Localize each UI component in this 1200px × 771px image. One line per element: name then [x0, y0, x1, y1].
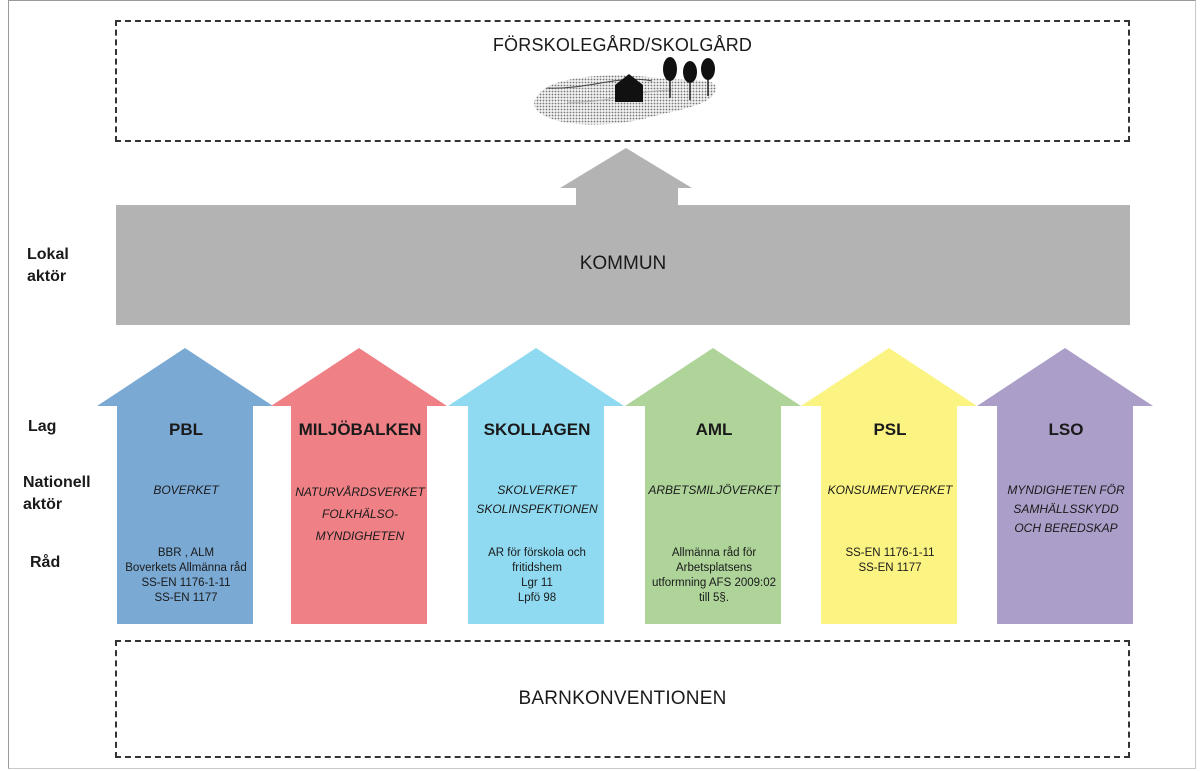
national-agency: MYNDIGHETEN FÖR SAMHÄLLSSKYDD OCH BEREDSKA… — [977, 481, 1155, 538]
agency-line: FOLKHÄLSO- — [321, 507, 399, 521]
agency-line: SAMHÄLLSSKYDD — [1013, 502, 1119, 516]
row-label-rad: Råd — [30, 554, 61, 571]
advice-line: Lgr 11 — [521, 577, 553, 589]
law-name: MILJÖBALKEN — [298, 420, 422, 439]
schoolyard-title: FÖRSKOLEGÅRD/SKOLGÅRD — [492, 35, 753, 55]
agency-line: MYNDIGHETEN — [315, 529, 405, 543]
law-column-lso: LSO MYNDIGHETEN FÖR SAMHÄLLSSKYDD OCH BERED… — [977, 348, 1155, 624]
advice-line: AR för förskola och — [488, 547, 586, 559]
agency-line: SKOLVERKET — [497, 483, 577, 497]
row-label-lokal-aktor: Lokal aktör — [27, 244, 69, 288]
agency-line: OCH BEREDSKAP — [1014, 521, 1118, 535]
national-agency: BOVERKET — [97, 481, 275, 500]
national-agency: NATURVÅRDSVERKET FOLKHÄLSO- MYNDIGHETEN — [271, 481, 449, 547]
law-arrow-lso — [977, 348, 1153, 624]
advice-line: fritidshem — [512, 562, 562, 574]
row-label-lag: Lag — [28, 418, 57, 435]
advice-line: SS-EN 1177 — [154, 592, 218, 604]
child-convention-title: BARNKONVENTIONEN — [518, 688, 727, 709]
kommun-label: KOMMUN — [579, 253, 667, 274]
national-agency: SKOLVERKET SKOLINSPEKTIONEN — [448, 481, 626, 519]
advice-line: till 5§. — [698, 592, 730, 604]
law-column-miljöbalken: MILJÖBALKEN NATURVÅRDSVERKET FOLKHÄLSO- MYN… — [271, 348, 449, 624]
law-name: PSL — [873, 420, 907, 439]
agency-line: ARBETSMILJÖVERKET — [648, 483, 780, 497]
law-name: PBL — [169, 420, 203, 439]
row-label-aktor: aktör — [27, 268, 67, 285]
advice-line: SS-EN 1177 — [858, 562, 922, 574]
law-column-skollagen: SKOLLAGEN SKOLVERKET SKOLINSPEKTIONEN AR fö… — [448, 348, 626, 624]
law-arrow-miljöbalken — [271, 348, 447, 624]
schoolyard-box: FÖRSKOLEGÅRD/SKOLGÅRD — [115, 20, 1130, 142]
advice-line: BBR , ALM — [157, 547, 215, 559]
advice-line: Allmänna råd för — [671, 547, 757, 559]
advice-line: Lpfö 98 — [517, 592, 557, 604]
row-label-aktor-2: aktör — [23, 496, 63, 513]
agency-line: KONSUMENTVERKET — [827, 483, 953, 497]
national-agency: KONSUMENTVERKET — [801, 481, 979, 500]
agency-line: SKOLINSPEKTIONEN — [476, 502, 598, 516]
law-column-pbl: PBL BOVERKET BBR , ALM Boverkets Allmänna r… — [97, 348, 275, 624]
law-name: AML — [695, 420, 733, 439]
row-label-nationell: Nationell — [23, 474, 91, 491]
advice-line: SS-EN 1176-1-11 — [845, 547, 935, 559]
row-label-lokal: Lokal — [27, 246, 69, 263]
law-arrow-aml — [625, 348, 801, 624]
advice-line: Arbetsplatsens — [675, 562, 753, 574]
law-name: LSO — [1048, 420, 1084, 439]
row-label-nationell-aktor: Nationell aktör — [23, 472, 91, 516]
schoolyard-illustration — [534, 57, 717, 125]
law-arrow-skollagen — [448, 348, 624, 624]
up-arrow-icon — [560, 148, 692, 208]
agency-line: MYNDIGHETEN FÖR — [1007, 483, 1125, 497]
law-arrow-pbl — [97, 348, 273, 624]
advice-line: utformning AFS 2009:02 — [651, 577, 777, 589]
agency-line: BOVERKET — [153, 483, 219, 497]
law-arrow-psl — [801, 348, 977, 624]
child-convention-box: BARNKONVENTIONEN — [115, 640, 1130, 758]
figure-frame — [8, 0, 1196, 769]
kommun-bar: KOMMUN — [116, 205, 1130, 325]
law-name: SKOLLAGEN — [483, 420, 591, 439]
national-agency: ARBETSMILJÖVERKET — [625, 481, 803, 500]
agency-line: NATURVÅRDSVERKET — [295, 485, 425, 499]
advice-line: SS-EN 1176-1-11 — [141, 577, 231, 589]
advice-line: Boverkets Allmänna råd — [125, 562, 247, 574]
